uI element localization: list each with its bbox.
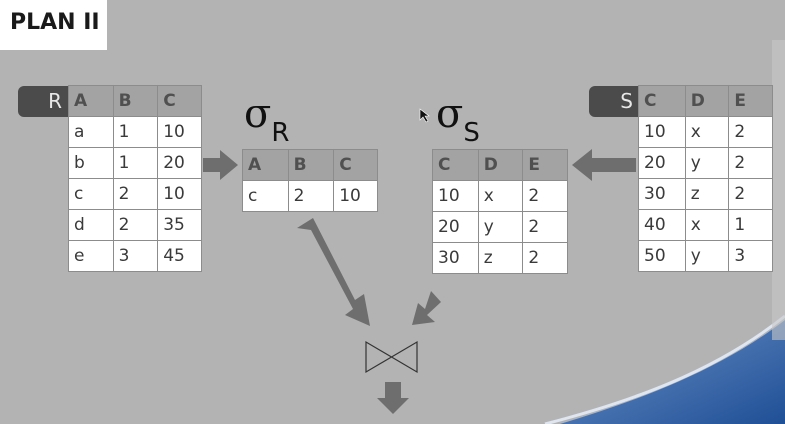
sigma-symbol: σ (436, 91, 464, 137)
table-cell: x (477, 180, 524, 212)
table-cell: 2 (522, 242, 568, 274)
column-header: C (333, 149, 378, 181)
column-header: E (522, 149, 568, 181)
slide-title: PLAN II (0, 0, 107, 50)
column-header: B (287, 149, 335, 181)
table-cell: 10 (157, 178, 202, 210)
table-cell: 3 (112, 240, 159, 272)
table-cell: 20 (638, 147, 686, 179)
selection-r-operator: σR (244, 91, 289, 146)
table-cell: b (68, 147, 114, 179)
table-cell: 2 (728, 147, 773, 179)
table-cell: d (68, 209, 114, 241)
table-cell: x (684, 116, 730, 148)
selection-s-operator: σS (436, 91, 480, 146)
column-header: B (112, 85, 159, 117)
table-cell: y (684, 240, 730, 272)
table-cell: c (242, 180, 289, 212)
table-cell: y (684, 147, 730, 179)
arrow-r-to-selection (203, 150, 238, 180)
column-header: A (242, 149, 289, 181)
table-cell: 10 (333, 180, 378, 212)
table-cell: 10 (638, 116, 686, 148)
table-cell: 2 (522, 180, 568, 212)
table-cell: 1 (728, 209, 773, 241)
table-cell: 45 (157, 240, 202, 272)
selection-r-subscript: R (271, 118, 290, 148)
table-cell: z (684, 178, 730, 210)
table-cell: 2 (112, 178, 159, 210)
join-bowtie-icon (365, 340, 418, 374)
table-cell: 10 (157, 116, 202, 148)
arrow-s-to-selection (572, 149, 636, 181)
table-cell: 50 (638, 240, 686, 272)
relation-r-tag: R (18, 86, 68, 117)
table-cell: 40 (638, 209, 686, 241)
selection-s-subscript: S (463, 118, 480, 148)
relation-s-tag: S (589, 86, 639, 117)
mouse-pointer-icon (419, 108, 430, 123)
table-cell: 30 (638, 178, 686, 210)
table-cell: y (477, 211, 524, 243)
column-header: E (728, 85, 773, 117)
table-cell: c (68, 178, 114, 210)
arrow-join-output (377, 382, 409, 414)
column-header: D (477, 149, 524, 181)
table-cell: 1 (112, 147, 159, 179)
sigma-symbol: σ (244, 91, 272, 137)
table-cell: 2 (728, 178, 773, 210)
table-cell: 2 (287, 180, 335, 212)
column-header: C (432, 149, 479, 181)
table-cell: e (68, 240, 114, 272)
table-cell: 1 (112, 116, 159, 148)
column-header: C (157, 85, 202, 117)
table-cell: z (477, 242, 524, 274)
table-cell: 35 (157, 209, 202, 241)
table-cell: 30 (432, 242, 479, 274)
table-cell: 3 (728, 240, 773, 272)
table-cell: 2 (112, 209, 159, 241)
table-cell: x (684, 209, 730, 241)
table-cell: a (68, 116, 114, 148)
column-header: D (684, 85, 730, 117)
table-cell: 20 (432, 211, 479, 243)
table-cell: 2 (522, 211, 568, 243)
arrow-selection-r-to-join (297, 218, 370, 326)
arrow-selection-s-to-join (412, 291, 441, 325)
